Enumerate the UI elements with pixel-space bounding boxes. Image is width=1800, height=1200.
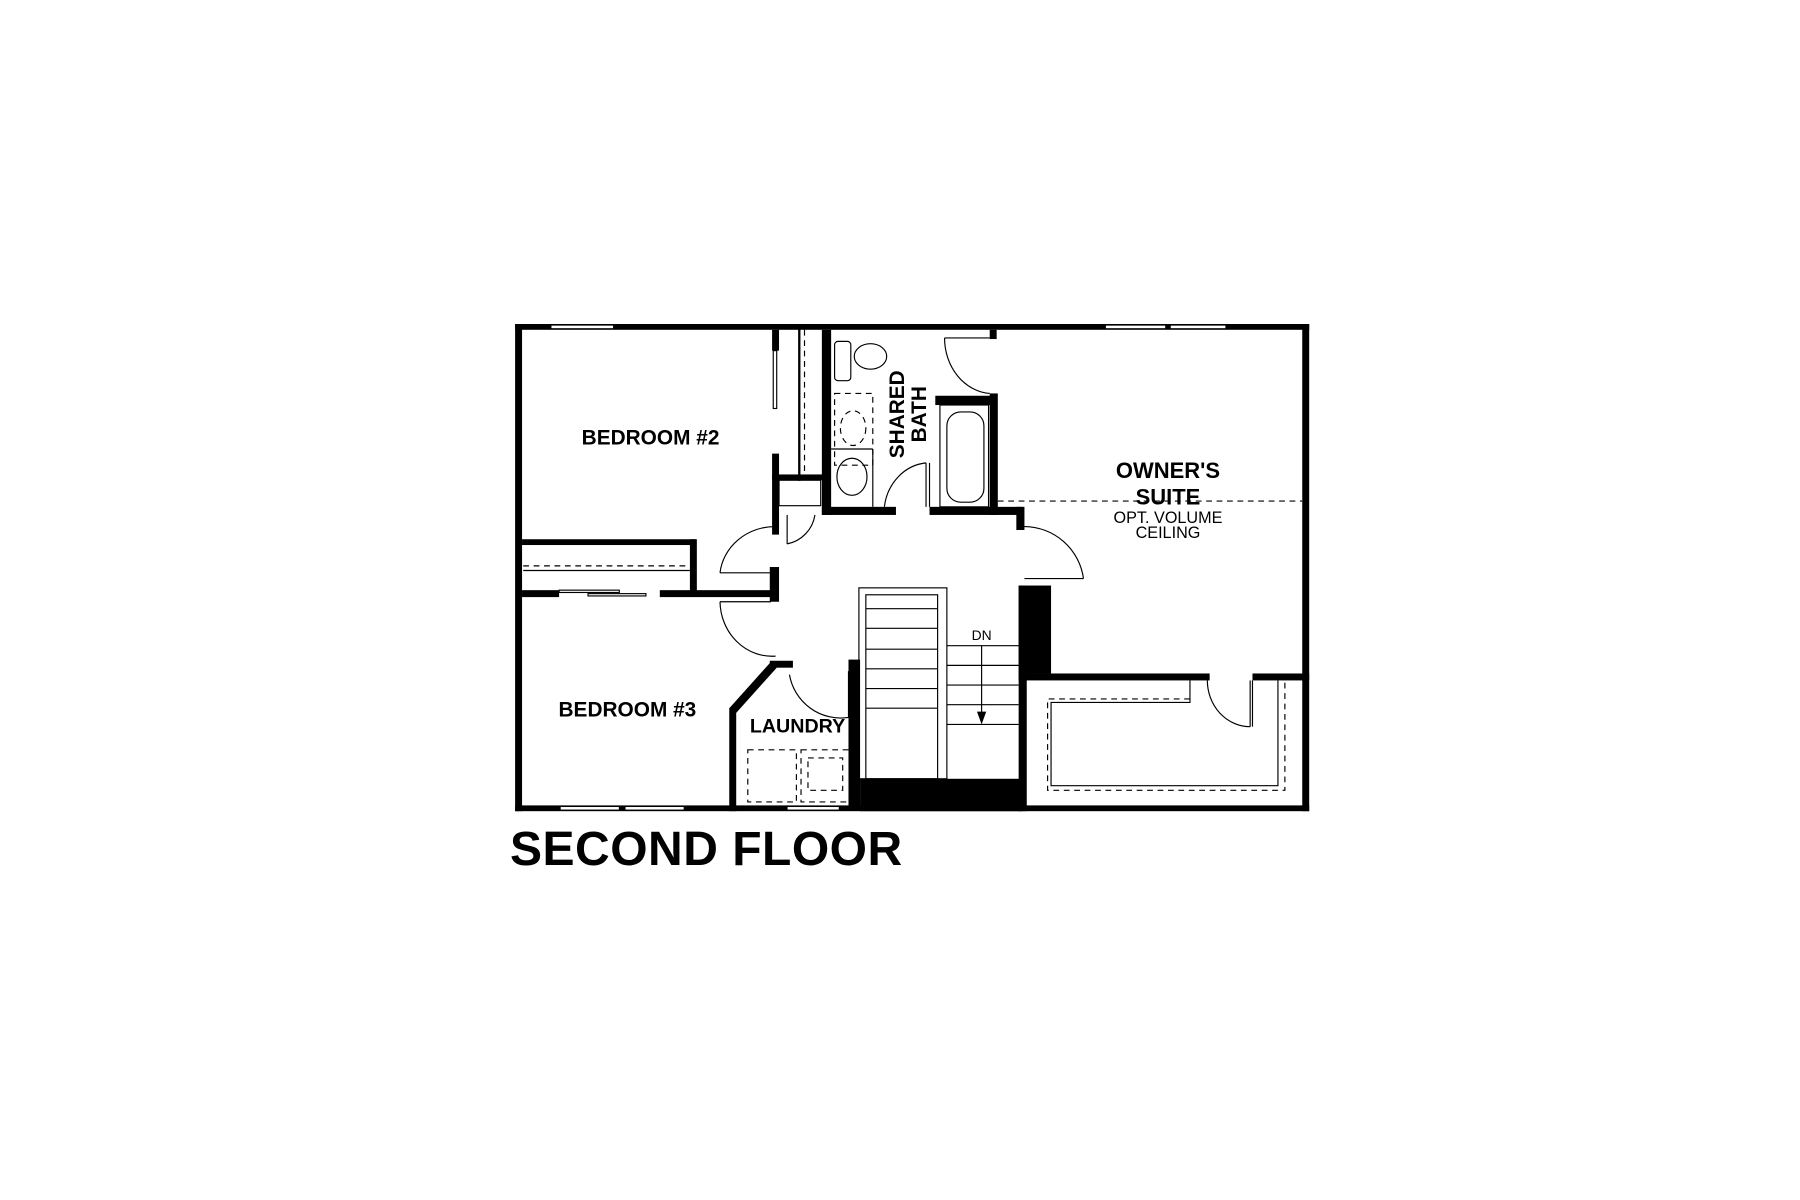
label-stairs-down: DN	[972, 627, 992, 643]
interior-walls	[522, 329, 1310, 812]
toilet-bowl	[853, 343, 888, 370]
label-laundry: LAUNDRY	[750, 716, 845, 738]
label-shared-bath-2: BATH	[908, 386, 931, 442]
label-bedroom-2: BEDROOM #2	[582, 426, 720, 449]
label-volume-ceiling-2: CEILING	[1136, 524, 1201, 542]
sink	[836, 457, 868, 496]
bathtub	[939, 404, 990, 508]
label-shared-bath-1: SHARED	[886, 370, 909, 458]
label-volume-ceiling-1: OPT. VOLUME	[1114, 509, 1223, 527]
label-bedroom-3: BEDROOM #3	[559, 698, 697, 721]
doors	[719, 337, 1085, 719]
label-owners-suite-1: OWNER'S	[1116, 458, 1220, 483]
bath-fixtures	[831, 340, 990, 508]
toilet-tank	[834, 340, 852, 382]
room-labels: BEDROOM #2 BEDROOM #3 LAUNDRY OWNER'S SU…	[559, 370, 1223, 737]
shower-area	[834, 392, 874, 466]
windows	[550, 324, 1227, 811]
floor-plan-title: SECOND FLOOR	[510, 823, 903, 876]
label-owners-suite-2: SUITE	[1136, 485, 1201, 510]
